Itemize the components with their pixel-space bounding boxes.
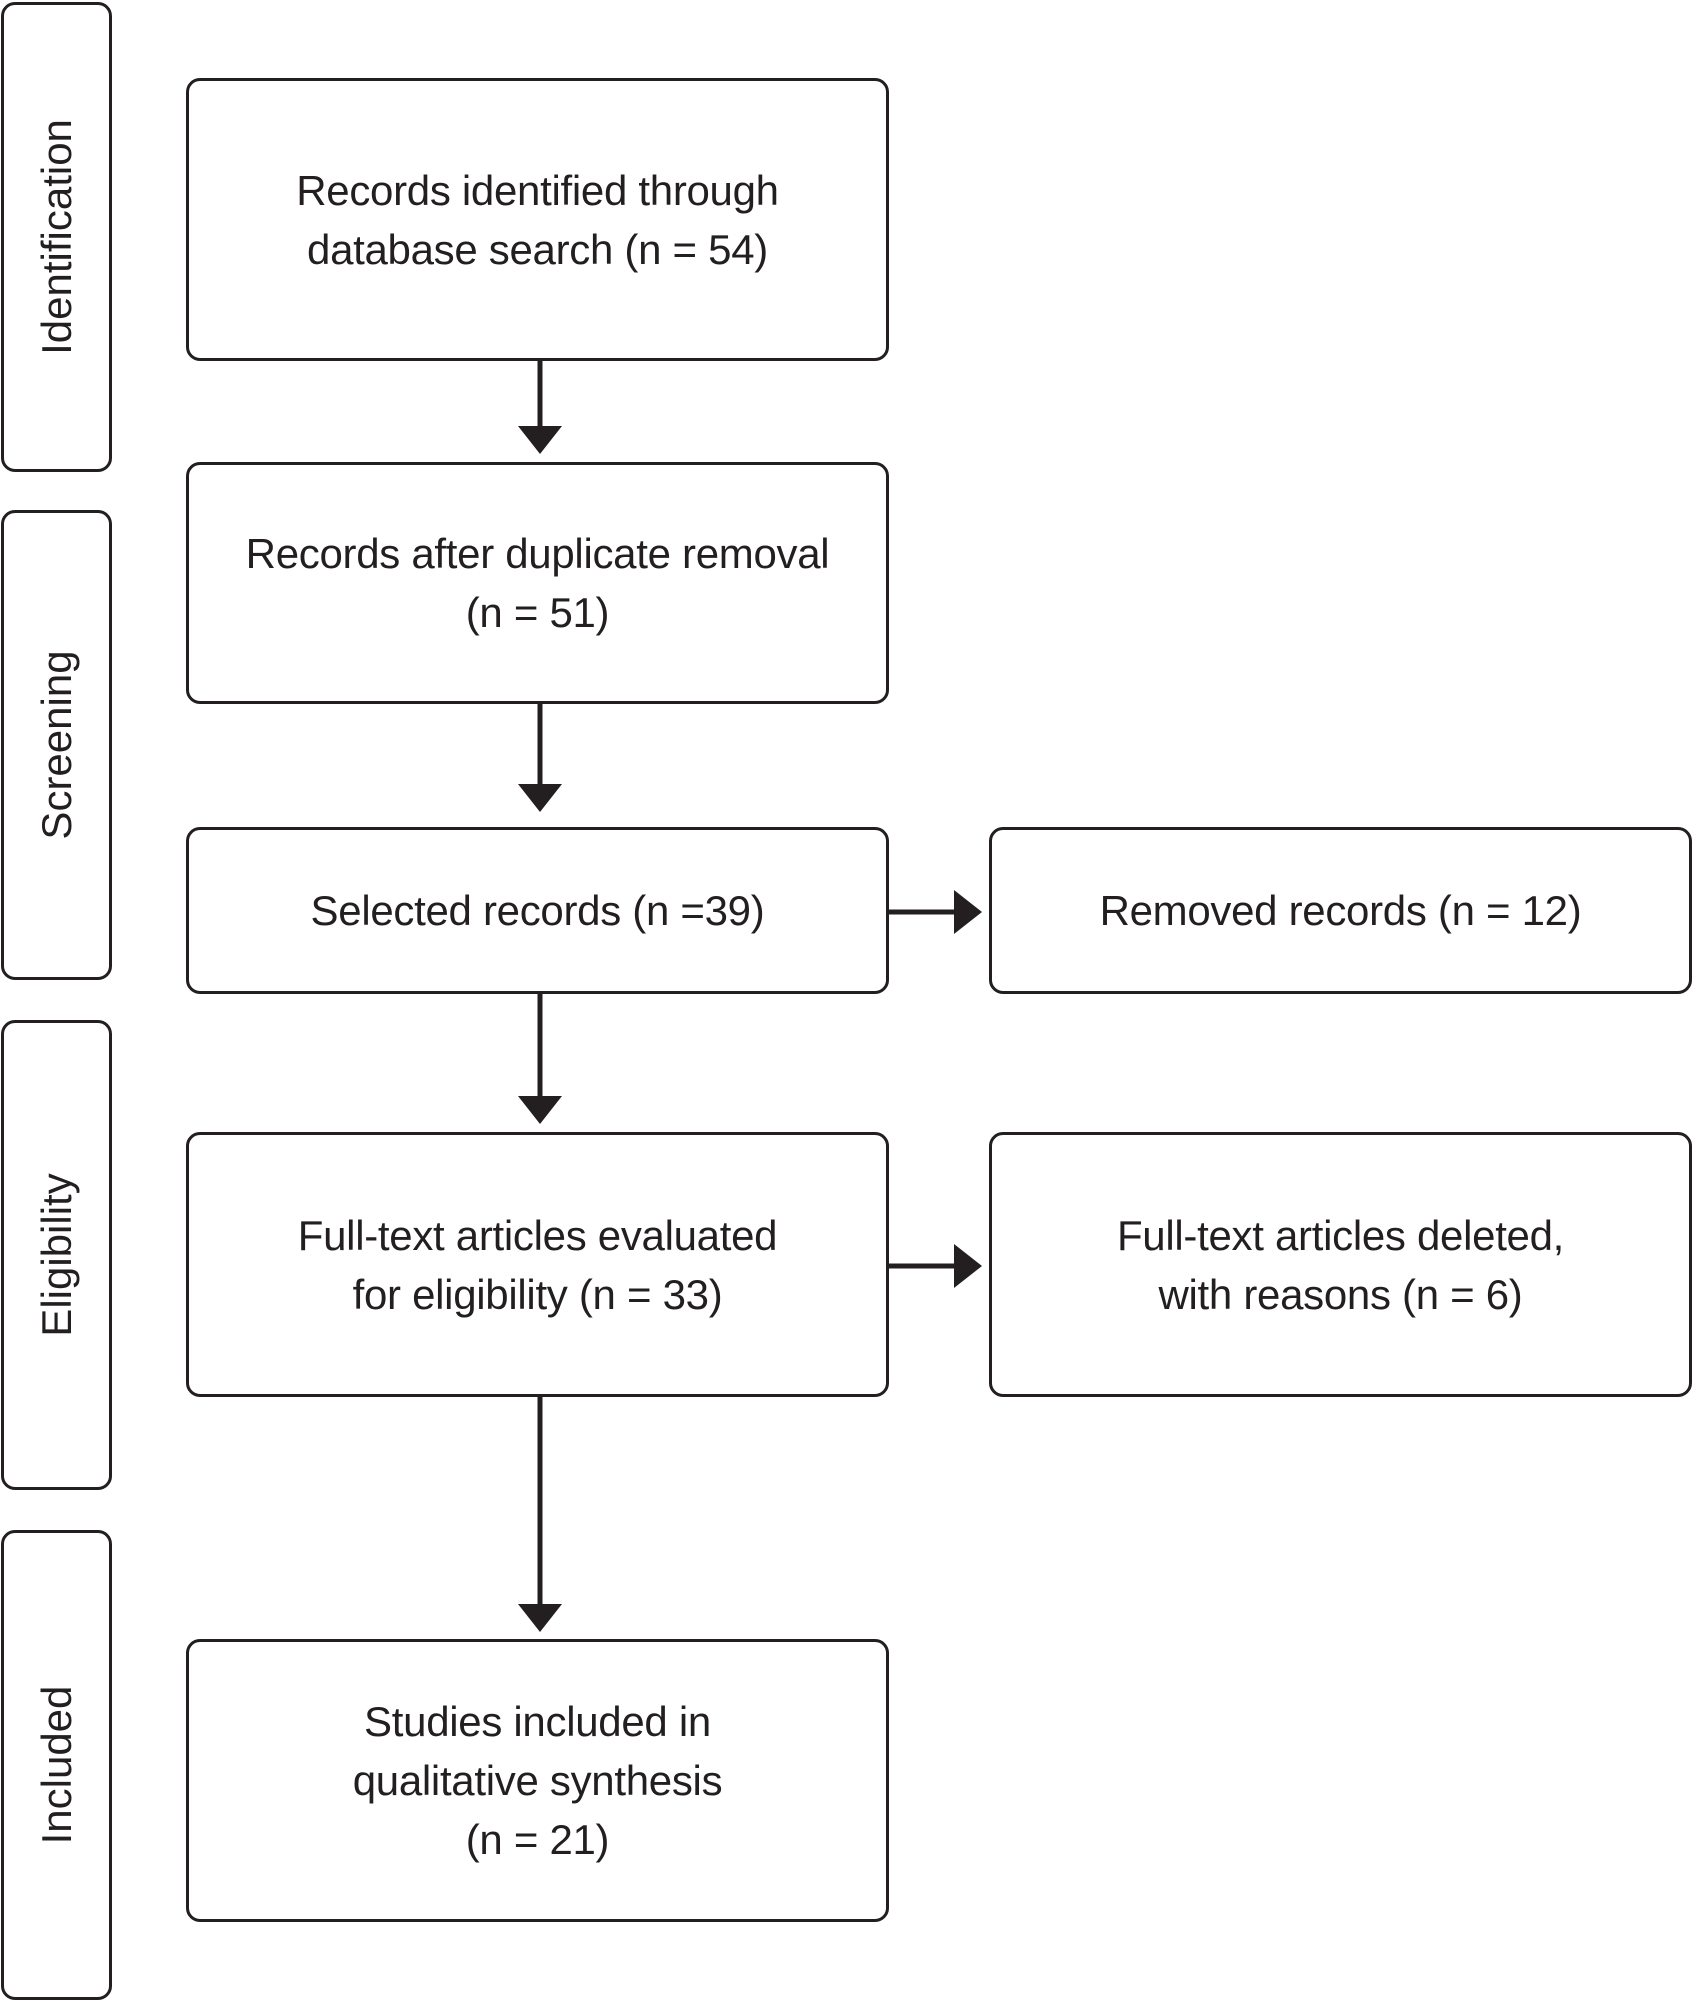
arrowhead-duplicates (518, 426, 562, 454)
arrowhead-deleted (954, 1244, 982, 1288)
arrowhead-removed (954, 890, 982, 934)
box-studies-included: Studies included in qualitative synthesi… (186, 1639, 889, 1922)
stage-identification: Identification (1, 2, 112, 472)
arrowhead-fulltext (518, 1096, 562, 1124)
arrowhead-selected (518, 784, 562, 812)
text-selected-records: Selected records (n =39) (310, 887, 765, 934)
text-studies-included: Studies included in qualitative synthesi… (352, 1698, 723, 1863)
stage-included: Included (1, 1530, 112, 2000)
stage-screening: Screening (1, 510, 112, 980)
stage-eligibility: Eligibility (1, 1020, 112, 1490)
text-after-duplicates: Records after duplicate removal (n = 51) (245, 530, 830, 636)
box-fulltext-deleted: Full-text articles deleted, with reasons… (989, 1132, 1692, 1397)
box-fulltext-evaluated: Full-text articles evaluated for eligibi… (186, 1132, 889, 1397)
text-removed-records: Removed records (n = 12) (1099, 887, 1582, 934)
text-records-identified: Records identified through database sear… (296, 166, 779, 273)
text-fulltext-deleted: Full-text articles deleted, with reasons… (1116, 1211, 1565, 1318)
box-removed-records: Removed records (n = 12) (989, 827, 1692, 994)
box-selected-records: Selected records (n =39) (186, 827, 889, 994)
box-after-duplicates: Records after duplicate removal (n = 51) (186, 462, 889, 704)
arrowhead-included (518, 1604, 562, 1632)
box-records-identified: Records identified through database sear… (186, 78, 889, 361)
text-fulltext-evaluated: Full-text articles evaluated for eligibi… (297, 1211, 778, 1318)
